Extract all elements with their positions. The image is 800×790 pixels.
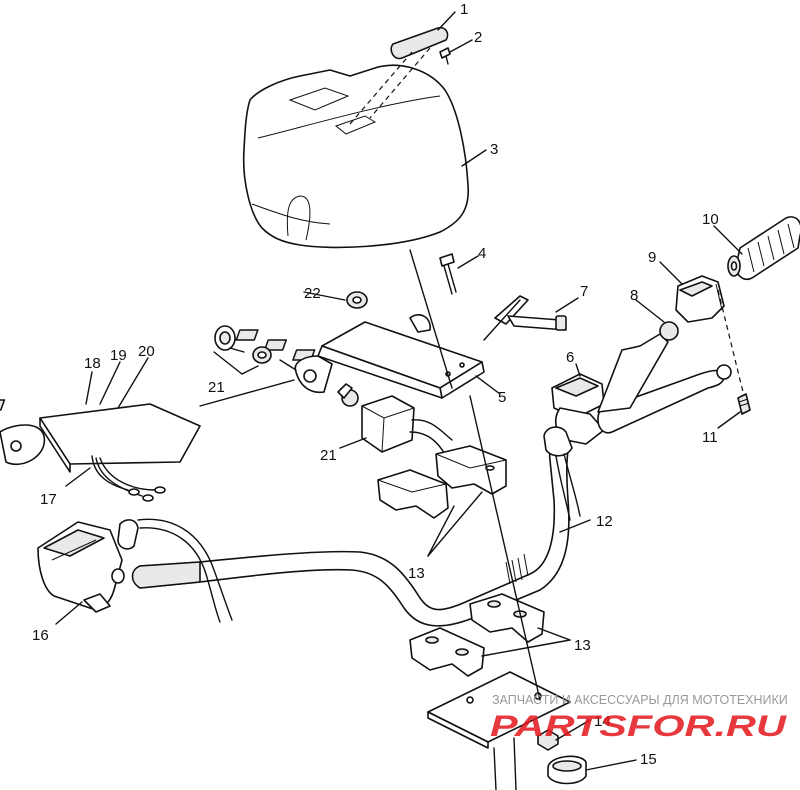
clamp-lower-a bbox=[409, 627, 485, 677]
callout-7: 7 bbox=[580, 283, 588, 300]
mounting-bolt bbox=[439, 253, 457, 295]
callout-labels: 1 2 3 4 22 5 7 6 8 9 10 11 12 13 13 14 1… bbox=[32, 1, 719, 768]
leader-lines bbox=[55, 11, 745, 771]
callout-10: 10 bbox=[702, 211, 719, 228]
watermark-brand: PARTSFOR.RU bbox=[490, 710, 788, 743]
callout-6: 6 bbox=[566, 349, 574, 366]
callout-3: 3 bbox=[490, 141, 498, 158]
key-switch bbox=[214, 325, 272, 364]
callout-15: 15 bbox=[640, 751, 657, 768]
switch-bracket bbox=[235, 314, 485, 399]
clamp-lower-b bbox=[469, 593, 545, 643]
callout-16: 16 bbox=[32, 627, 49, 644]
callout-4: 4 bbox=[478, 245, 486, 262]
light-switch bbox=[337, 383, 453, 457]
callout-18: 18 bbox=[84, 355, 101, 372]
callout-9: 9 bbox=[648, 249, 656, 266]
callout-22: 22 bbox=[304, 285, 321, 302]
throttle-bracket bbox=[494, 295, 567, 331]
callout-14: 14 bbox=[594, 713, 611, 730]
clamp-upper-a bbox=[377, 469, 449, 519]
callout-5: 5 bbox=[498, 389, 506, 406]
master-cylinder bbox=[543, 373, 605, 521]
watermark: ЗАПЧАСТИ И АКСЕССУАРЫ ДЛЯ МОТОТЕХНИКИ PA… bbox=[490, 693, 788, 743]
callout-8: 8 bbox=[630, 287, 638, 304]
callout-13-lower: 13 bbox=[574, 637, 591, 654]
cable-clip bbox=[547, 755, 587, 785]
hand-grip bbox=[727, 216, 800, 281]
callout-19: 19 bbox=[110, 347, 127, 364]
cover-cap bbox=[390, 26, 449, 60]
nut bbox=[537, 729, 559, 751]
callout-13-upper: 13 bbox=[408, 565, 425, 582]
cover-screw bbox=[439, 47, 451, 65]
left-switch-housing bbox=[37, 518, 233, 623]
throttle-housing bbox=[675, 275, 725, 323]
throttle-screw bbox=[737, 393, 751, 415]
callout-20: 20 bbox=[138, 343, 155, 360]
callout-1: 1 bbox=[460, 1, 468, 18]
mount-plate bbox=[427, 671, 571, 790]
indicator-plate bbox=[0, 399, 201, 502]
callout-17: 17 bbox=[40, 491, 57, 508]
callout-21-left: 21 bbox=[208, 379, 225, 396]
brake-lever bbox=[597, 333, 732, 434]
callout-21-center: 21 bbox=[320, 447, 337, 464]
callout-12: 12 bbox=[596, 513, 613, 530]
handlebar-cover bbox=[242, 64, 469, 249]
grommet bbox=[346, 291, 368, 309]
callout-11: 11 bbox=[702, 429, 718, 446]
watermark-tagline: ЗАПЧАСТИ И АКСЕССУАРЫ ДЛЯ МОТОТЕХНИКИ bbox=[492, 693, 788, 707]
callout-2: 2 bbox=[474, 29, 482, 46]
pin bbox=[659, 321, 679, 341]
